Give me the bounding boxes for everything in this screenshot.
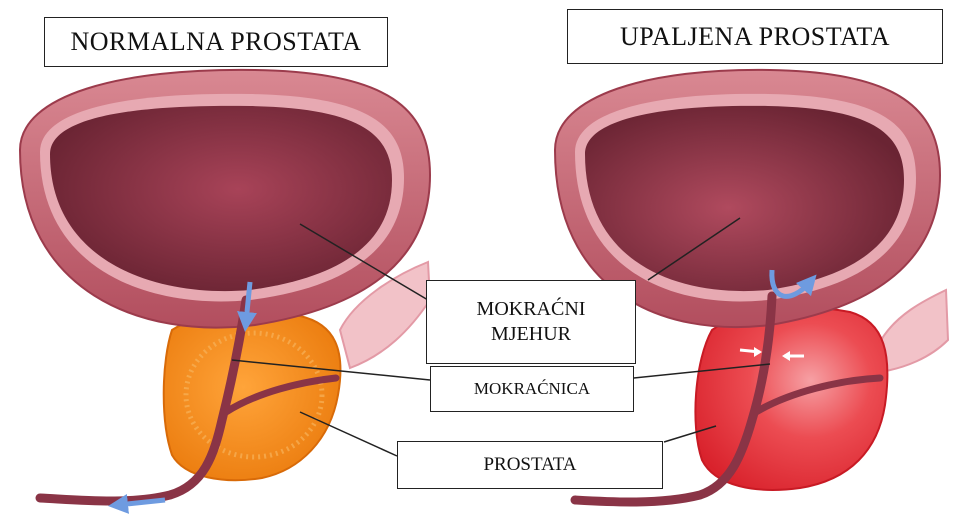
normal-illustration <box>20 70 430 505</box>
title-normal-prostate: NORMALNA PROSTATA <box>44 17 388 67</box>
label-bladder-line2: MJEHUR <box>491 322 571 347</box>
label-bladder: MOKRAĆNI MJEHUR <box>426 280 636 364</box>
label-urethra: MOKRAĆNICA <box>430 366 634 412</box>
title-normal-text: NORMALNA PROSTATA <box>70 27 361 57</box>
seminal-tissue-right <box>880 290 948 372</box>
label-prostate: PROSTATA <box>397 441 663 489</box>
label-urethra-text: MOKRAĆNICA <box>474 378 590 399</box>
label-prostate-text: PROSTATA <box>483 453 576 477</box>
title-inflamed-text: UPALJENA PROSTATA <box>620 22 890 52</box>
label-bladder-line1: MOKRAĆNI <box>477 297 586 322</box>
title-inflamed-prostate: UPALJENA PROSTATA <box>567 9 943 64</box>
